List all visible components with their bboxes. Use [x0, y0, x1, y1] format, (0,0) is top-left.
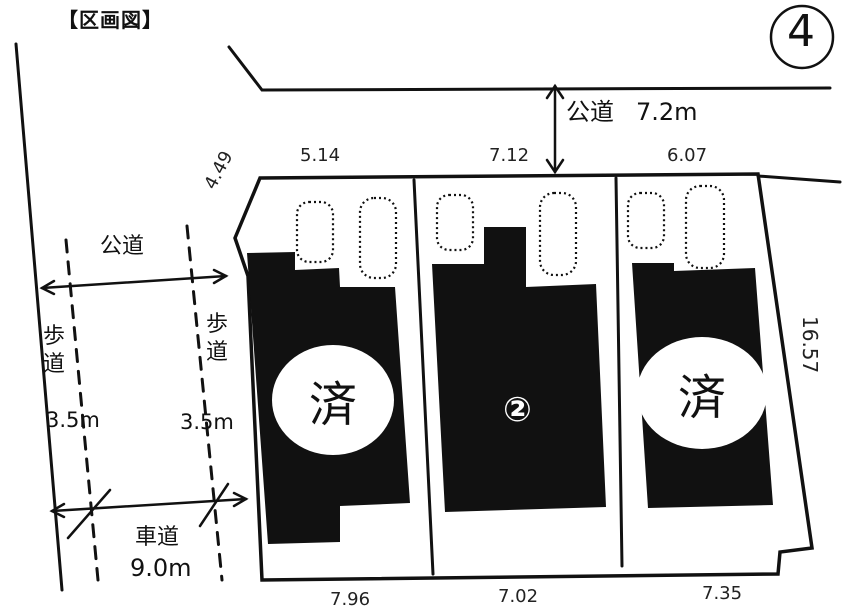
- car-icon: [435, 193, 475, 252]
- top-road-name: 公道: [566, 98, 614, 126]
- dim-right-depth: 16.57: [798, 316, 822, 374]
- lot-3-sold-badge: 済: [637, 337, 767, 449]
- left-road-label: 公道: [100, 234, 145, 259]
- sidewalk-left-width: 3.5m: [46, 408, 100, 432]
- north-marker-label: 4: [787, 6, 815, 57]
- sidewalk-right-label: 歩道: [205, 312, 228, 365]
- sidewalk-left-label: 歩道: [42, 324, 65, 377]
- building-lot-2: [432, 227, 606, 512]
- car-icon: [626, 191, 666, 250]
- lot-divider-2-3: [614, 176, 624, 568]
- dim-top-lot-1: 5.14: [300, 145, 341, 166]
- dim-bottom-lot-1: 7.96: [330, 589, 371, 610]
- left-road-outer-edge: [14, 42, 64, 592]
- car-icon: [295, 200, 335, 264]
- sidewalk-right-width: 3.5m: [180, 410, 234, 434]
- car-icon: [358, 196, 398, 280]
- car-icon: [538, 191, 578, 277]
- lot-3-status: 済: [677, 370, 726, 426]
- north-arrow-icon: [769, 4, 835, 70]
- dim-top-lot-3: 6.07: [667, 145, 708, 166]
- lot-2-number-badge: ②: [503, 390, 532, 430]
- dim-bottom-lot-3: 7.35: [702, 583, 743, 604]
- sidewalk-line-left: [64, 238, 100, 582]
- diagram-title: 【区画図】: [58, 8, 163, 32]
- carriageway-width: 9.0m: [130, 554, 192, 582]
- car-icon: [684, 184, 726, 270]
- lot-1-sold-badge: 済: [272, 345, 394, 455]
- top-road-edge-right: [756, 174, 842, 184]
- carriageway-label: 車道: [135, 525, 180, 550]
- parcel-outline: [233, 172, 814, 582]
- dim-bottom-lot-2: 7.02: [498, 586, 539, 607]
- sidewalk-line-right: [185, 224, 224, 582]
- lot-divider-1-2: [412, 178, 435, 576]
- top-road-label: 公道 7.2m: [566, 100, 698, 124]
- top-road-width: 7.2m: [636, 98, 698, 126]
- top-road-edge: [227, 45, 832, 92]
- dim-top-lot-2: 7.12: [489, 145, 530, 166]
- lot-1-status: 済: [308, 377, 357, 433]
